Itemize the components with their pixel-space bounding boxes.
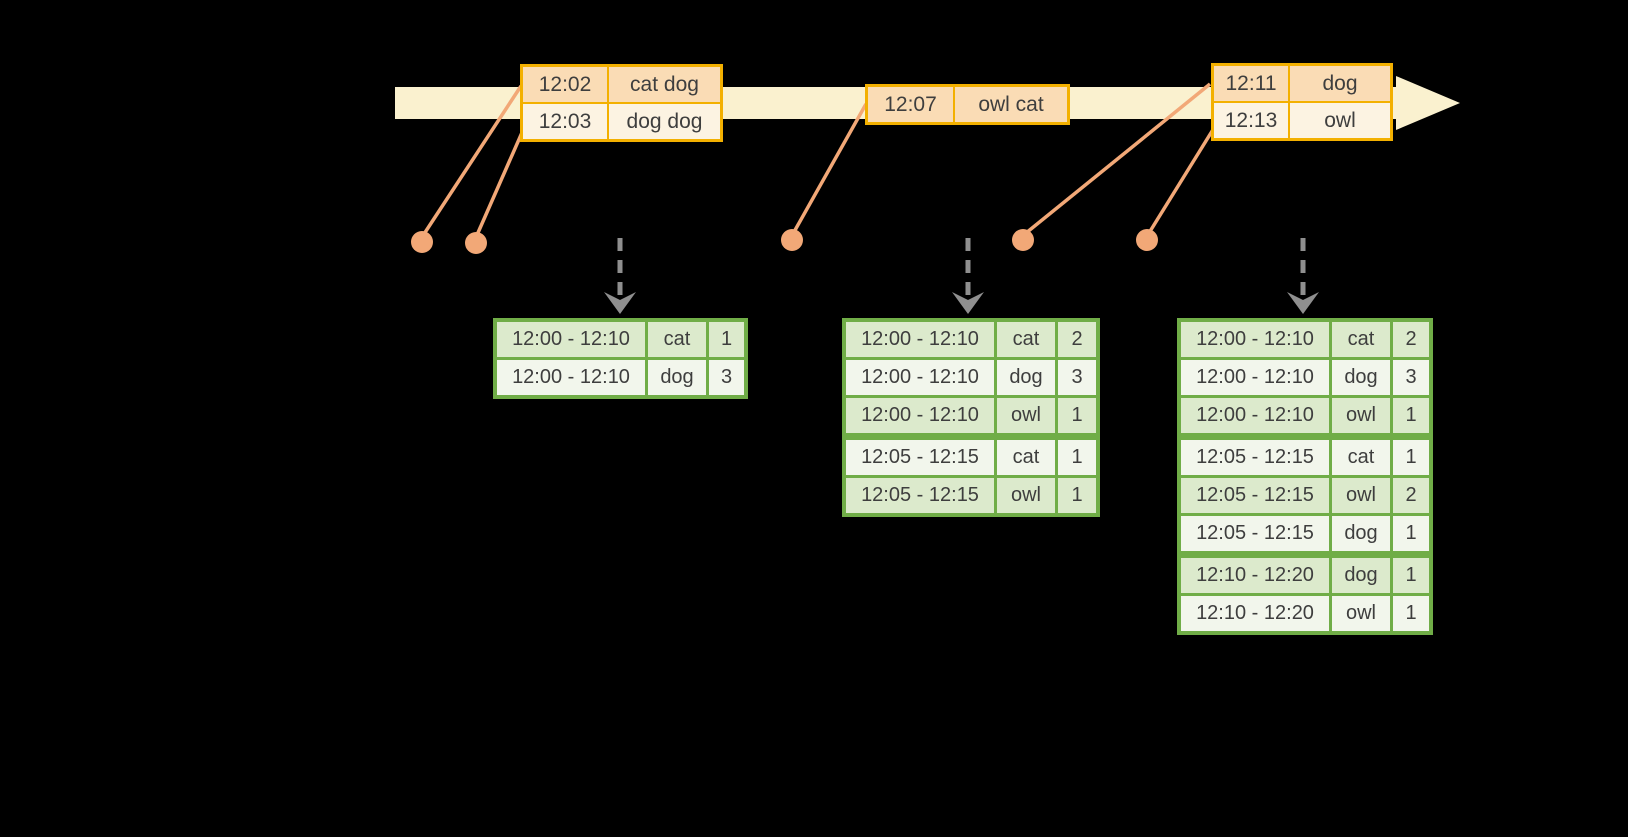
event-connector-line — [792, 103, 868, 233]
result-window-cell: 12:10 - 12:20 — [1181, 558, 1329, 593]
result-count-cell: 1 — [1058, 478, 1096, 513]
timeline-arrowhead-icon — [1396, 76, 1460, 130]
result-word-cell: owl — [997, 478, 1055, 513]
result-count-cell: 1 — [1393, 596, 1429, 631]
result-word-cell: dog — [1332, 516, 1390, 551]
result-window-cell: 12:05 - 12:15 — [1181, 478, 1329, 513]
result-count-cell: 1 — [1393, 398, 1429, 433]
result-window-cell: 12:05 - 12:15 — [1181, 516, 1329, 551]
result-count-cell: 2 — [1058, 322, 1096, 357]
result-count-cell: 1 — [1393, 440, 1429, 475]
event-time-cell: 12:13 — [1214, 103, 1288, 138]
result-window-cell: 12:05 - 12:15 — [846, 478, 994, 513]
result-word-cell: cat — [1332, 440, 1390, 475]
result-word-cell: dog — [1332, 360, 1390, 395]
result-word-cell: cat — [1332, 322, 1390, 357]
event-time-cell: 12:03 — [523, 104, 607, 139]
result-count-cell: 1 — [1393, 558, 1429, 593]
trigger-arrowhead-icon — [604, 292, 636, 314]
result-count-cell: 3 — [1058, 360, 1096, 395]
event-words-cell: cat dog — [609, 67, 720, 102]
event-words-cell: dog — [1290, 66, 1390, 101]
result-word-cell: owl — [1332, 596, 1390, 631]
result-count-cell: 1 — [709, 322, 744, 357]
event-time-cell: 12:07 — [868, 87, 953, 122]
event-connector-line — [475, 127, 526, 236]
event-connector-line — [1147, 127, 1216, 234]
result-window-cell: 12:00 - 12:10 — [497, 322, 645, 357]
event-time-cell: 12:11 — [1214, 66, 1288, 101]
result-window-cell: 12:05 - 12:15 — [1181, 440, 1329, 475]
result-count-cell: 3 — [1393, 360, 1429, 395]
event-words-cell: owl — [1290, 103, 1390, 138]
result-count-cell: 2 — [1393, 322, 1429, 357]
result-word-cell: owl — [997, 398, 1055, 433]
result-count-cell: 3 — [709, 360, 744, 395]
result-window-cell: 12:10 - 12:20 — [1181, 596, 1329, 631]
result-word-cell: dog — [648, 360, 706, 395]
result-count-cell: 1 — [1058, 398, 1096, 433]
result-word-cell: owl — [1332, 398, 1390, 433]
result-word-cell: cat — [997, 440, 1055, 475]
result-word-cell: cat — [997, 322, 1055, 357]
result-count-cell: 1 — [1393, 516, 1429, 551]
event-dot — [465, 232, 487, 254]
result-count-cell: 1 — [1058, 440, 1096, 475]
event-dot — [411, 231, 433, 253]
event-dot — [1012, 229, 1034, 251]
event-words-cell: dog dog — [609, 104, 720, 139]
result-word-cell: owl — [1332, 478, 1390, 513]
trigger-arrowhead-icon — [952, 292, 984, 314]
result-window-cell: 12:05 - 12:15 — [846, 440, 994, 475]
result-window-cell: 12:00 - 12:10 — [1181, 360, 1329, 395]
result-window-cell: 12:00 - 12:10 — [1181, 322, 1329, 357]
result-count-cell: 2 — [1393, 478, 1429, 513]
result-word-cell: dog — [997, 360, 1055, 395]
event-time-cell: 12:02 — [523, 67, 607, 102]
event-words-cell: owl cat — [955, 87, 1067, 122]
result-window-cell: 12:00 - 12:10 — [1181, 398, 1329, 433]
event-dot — [1136, 229, 1158, 251]
event-dot — [781, 229, 803, 251]
result-word-cell: dog — [1332, 558, 1390, 593]
result-window-cell: 12:00 - 12:10 — [497, 360, 645, 395]
result-window-cell: 12:00 - 12:10 — [846, 322, 994, 357]
result-window-cell: 12:00 - 12:10 — [846, 398, 994, 433]
trigger-arrowhead-icon — [1287, 292, 1319, 314]
result-word-cell: cat — [648, 322, 706, 357]
result-window-cell: 12:00 - 12:10 — [846, 360, 994, 395]
